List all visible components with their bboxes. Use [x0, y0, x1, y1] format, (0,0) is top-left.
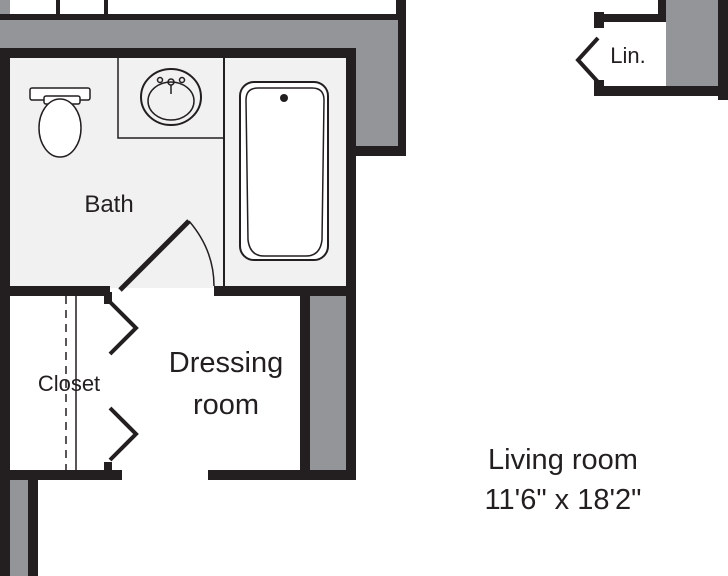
dressing-room-label-line1: Dressing [169, 347, 283, 379]
bath-label: Bath [84, 191, 133, 218]
living-room-label: Living room [488, 444, 638, 476]
linen-door [575, 36, 600, 84]
bathtub-icon [239, 81, 329, 261]
toilet-icon [29, 87, 91, 158]
dressing-room-label-line2: room [193, 389, 259, 421]
vanity-counter [117, 58, 224, 139]
sink-icon [140, 68, 202, 126]
closet-doors [65, 292, 139, 474]
bath-door [118, 219, 215, 292]
closet-label: Closet [38, 371, 100, 396]
living-room-dimensions: 11'6" x 18'2" [485, 484, 642, 516]
linen-label: Lin. [610, 43, 645, 68]
